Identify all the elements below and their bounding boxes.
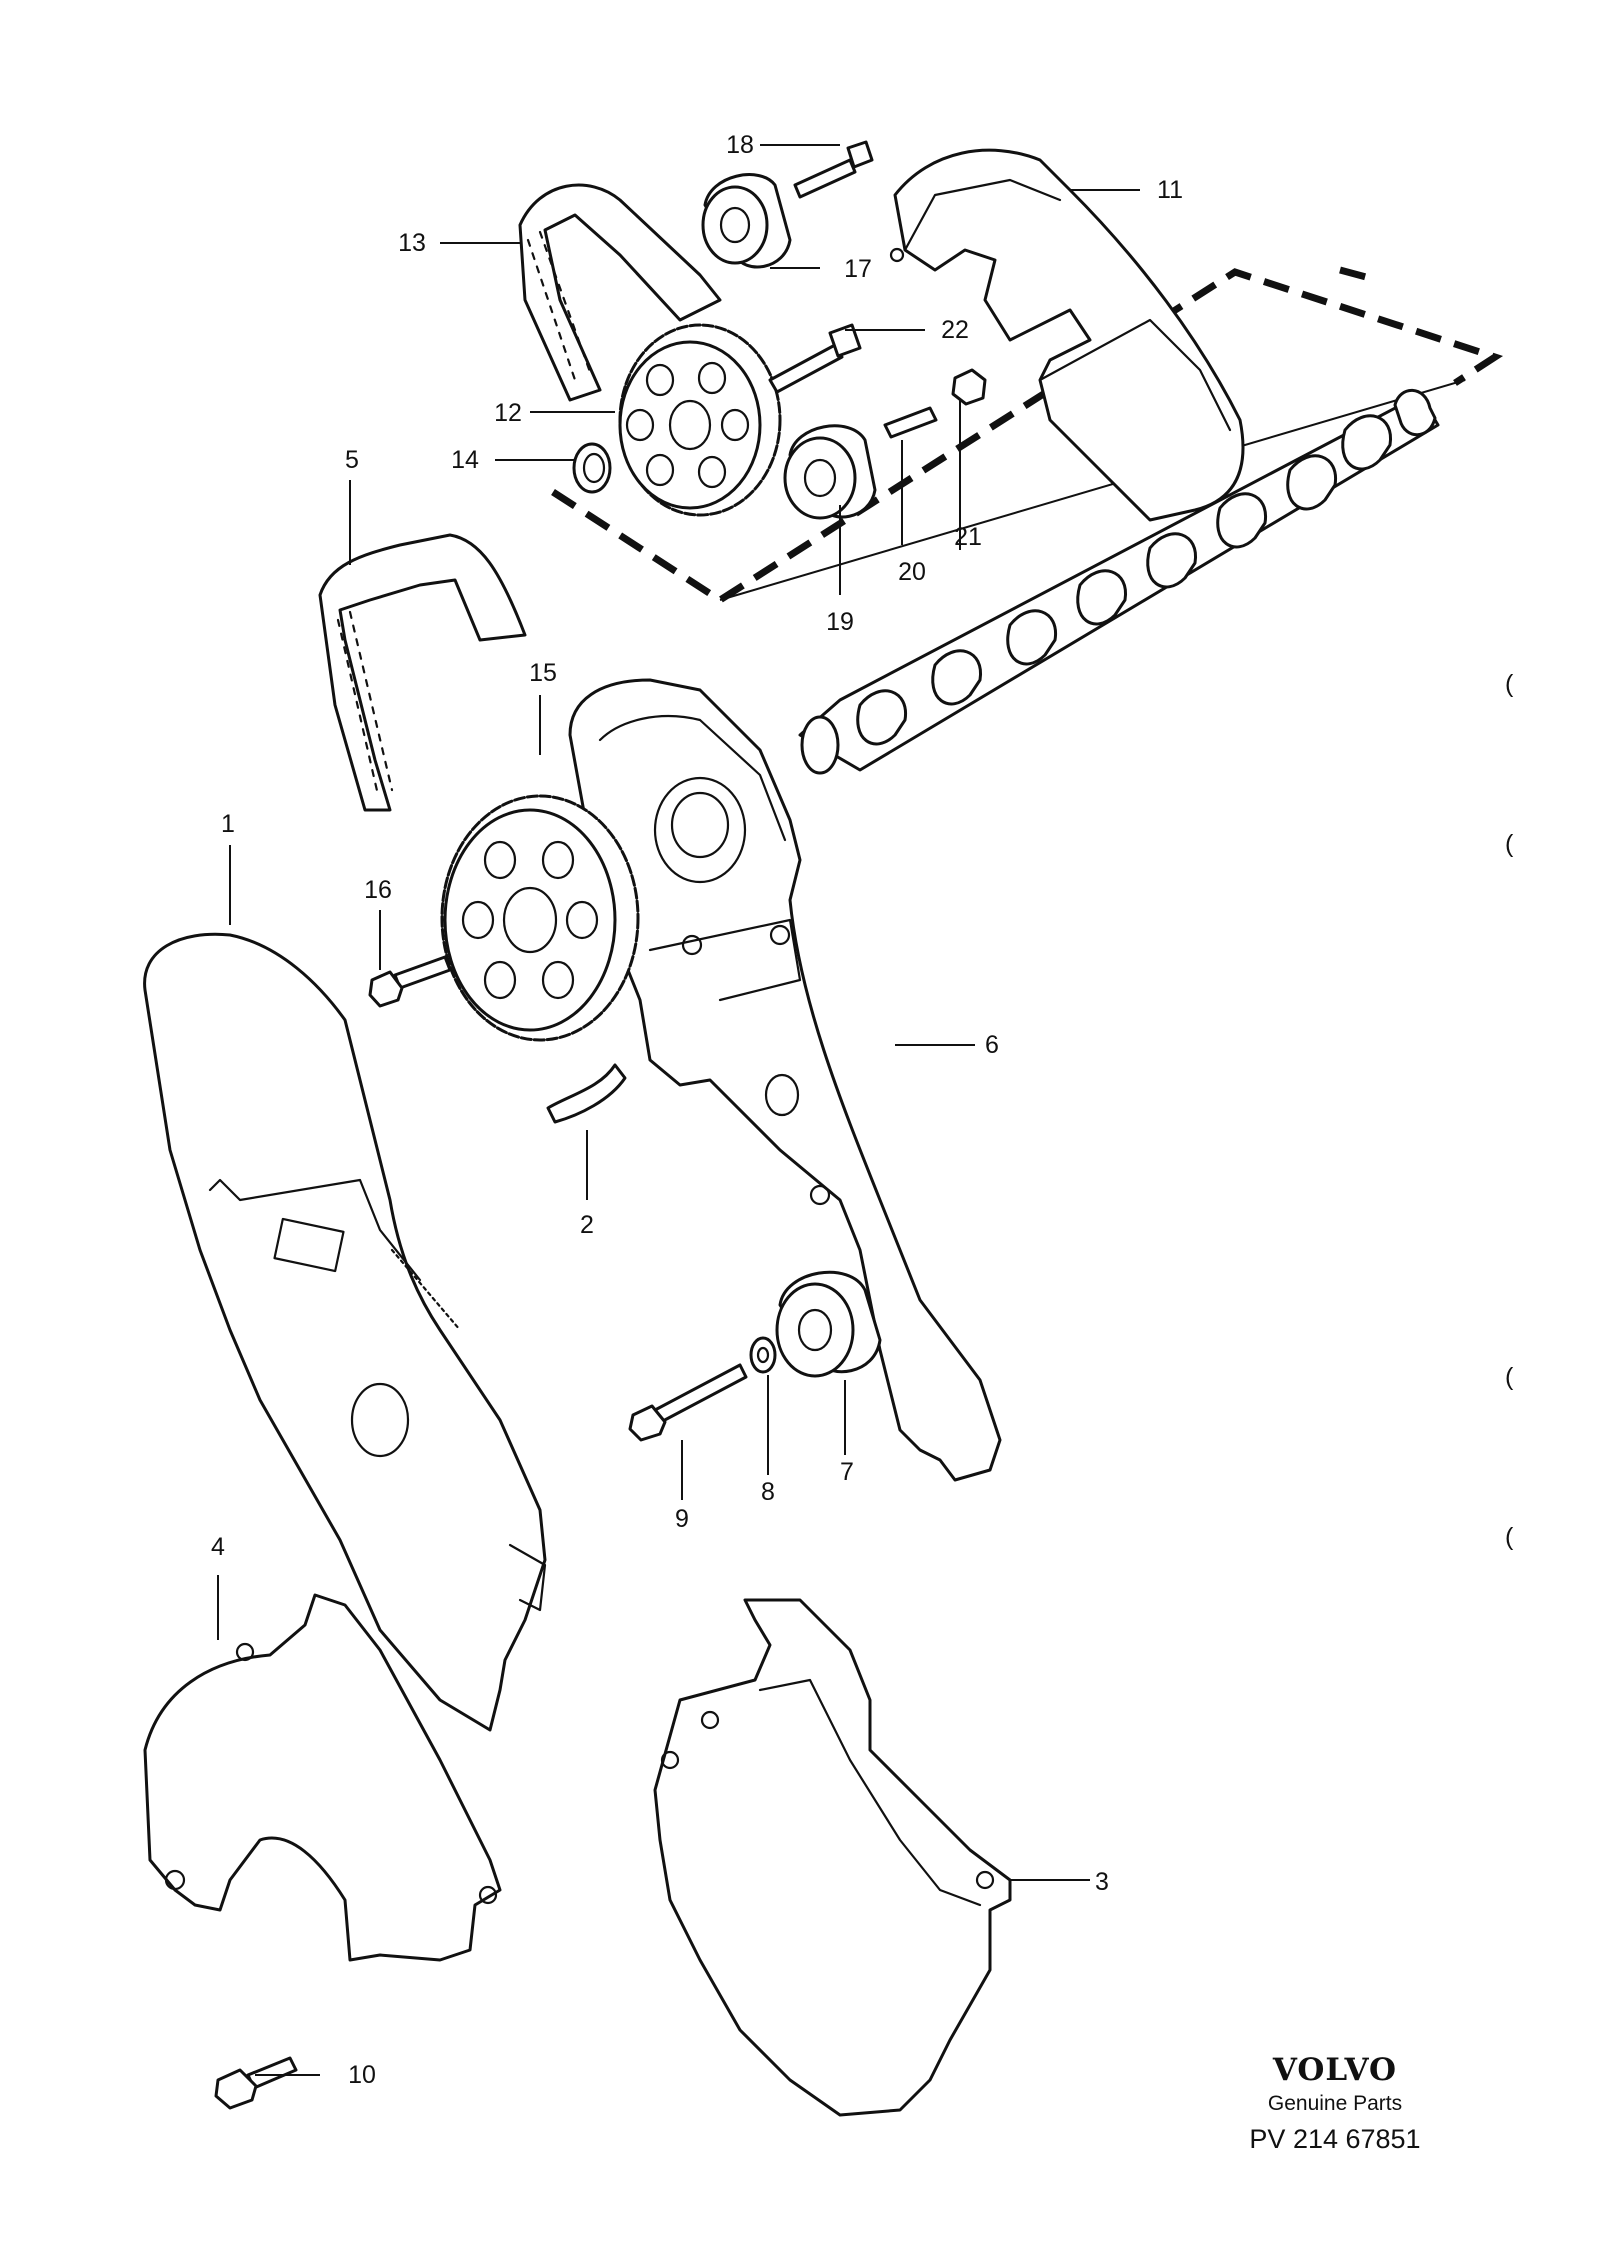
camshaft-sprocket-upper [618, 323, 782, 517]
bolt-10 [214, 2056, 298, 2110]
callout-22: 22 [941, 316, 969, 344]
callout-labels: 1 2 3 4 5 6 7 8 9 10 11 12 13 14 15 16 1… [211, 131, 1183, 2089]
seal-ring [572, 442, 612, 494]
idler-pulley-upper [701, 173, 792, 269]
nut-21 [951, 368, 987, 406]
callout-7: 7 [840, 1458, 854, 1486]
callout-14: 14 [451, 446, 479, 474]
camshaft [798, 388, 1440, 775]
bolt-22 [768, 323, 862, 394]
front-timing-cover [143, 932, 547, 1732]
callout-21: 21 [954, 523, 982, 551]
callout-3: 3 [1095, 1868, 1109, 1896]
tensioner-pulley-upper [783, 424, 877, 520]
timing-belt-upper [518, 183, 722, 402]
margin-marks: ( ( ( ( [1505, 670, 1514, 1551]
callout-12: 12 [494, 399, 522, 427]
diagram-reference-number: PV 214 67851 [1249, 2124, 1420, 2154]
lower-rear-cover [143, 1593, 502, 1962]
callout-15: 15 [529, 659, 557, 687]
brand-block: VOLVO Genuine Parts PV 214 67851 [1249, 2052, 1420, 2154]
margin-mark: ( [1505, 1363, 1514, 1391]
callout-6: 6 [985, 1031, 999, 1059]
callout-4: 4 [211, 1533, 225, 1561]
callout-13: 13 [398, 229, 426, 257]
callout-16: 16 [364, 876, 392, 904]
callout-17: 17 [844, 255, 872, 283]
brand-tagline: Genuine Parts [1268, 2092, 1402, 2115]
margin-mark: ( [1505, 830, 1514, 858]
margin-mark: ( [1505, 670, 1514, 698]
assembly-dashed-outline [551, 266, 1504, 605]
bolt-18 [793, 140, 874, 199]
timing-backplate [568, 678, 1002, 1482]
callout-11: 11 [1157, 176, 1183, 204]
lower-timing-cover [653, 1598, 1012, 2117]
clip-2 [546, 1063, 627, 1124]
callout-9: 9 [675, 1505, 689, 1533]
callout-2: 2 [580, 1211, 594, 1239]
camshaft-sprocket-lower [440, 794, 640, 1042]
assembly-link-line [719, 379, 1466, 601]
bolt-9 [628, 1363, 748, 1442]
stud-20 [883, 406, 938, 439]
margin-mark: ( [1505, 1523, 1514, 1551]
bolt-16 [368, 955, 452, 1008]
volvo-logo: VOLVO [1272, 2052, 1397, 2088]
timing-belt-lower [318, 533, 527, 812]
callout-18: 18 [726, 131, 754, 159]
callout-19: 19 [826, 608, 854, 636]
callout-8: 8 [761, 1478, 775, 1506]
tensioner-pulley-lower [775, 1270, 882, 1378]
callout-leaders [217, 144, 1140, 2076]
washer-8 [749, 1336, 777, 1374]
callout-20: 20 [898, 558, 926, 586]
callout-10: 10 [348, 2061, 376, 2089]
callout-5: 5 [345, 446, 359, 474]
upper-timing-cover [889, 148, 1245, 522]
callout-1: 1 [221, 810, 235, 838]
